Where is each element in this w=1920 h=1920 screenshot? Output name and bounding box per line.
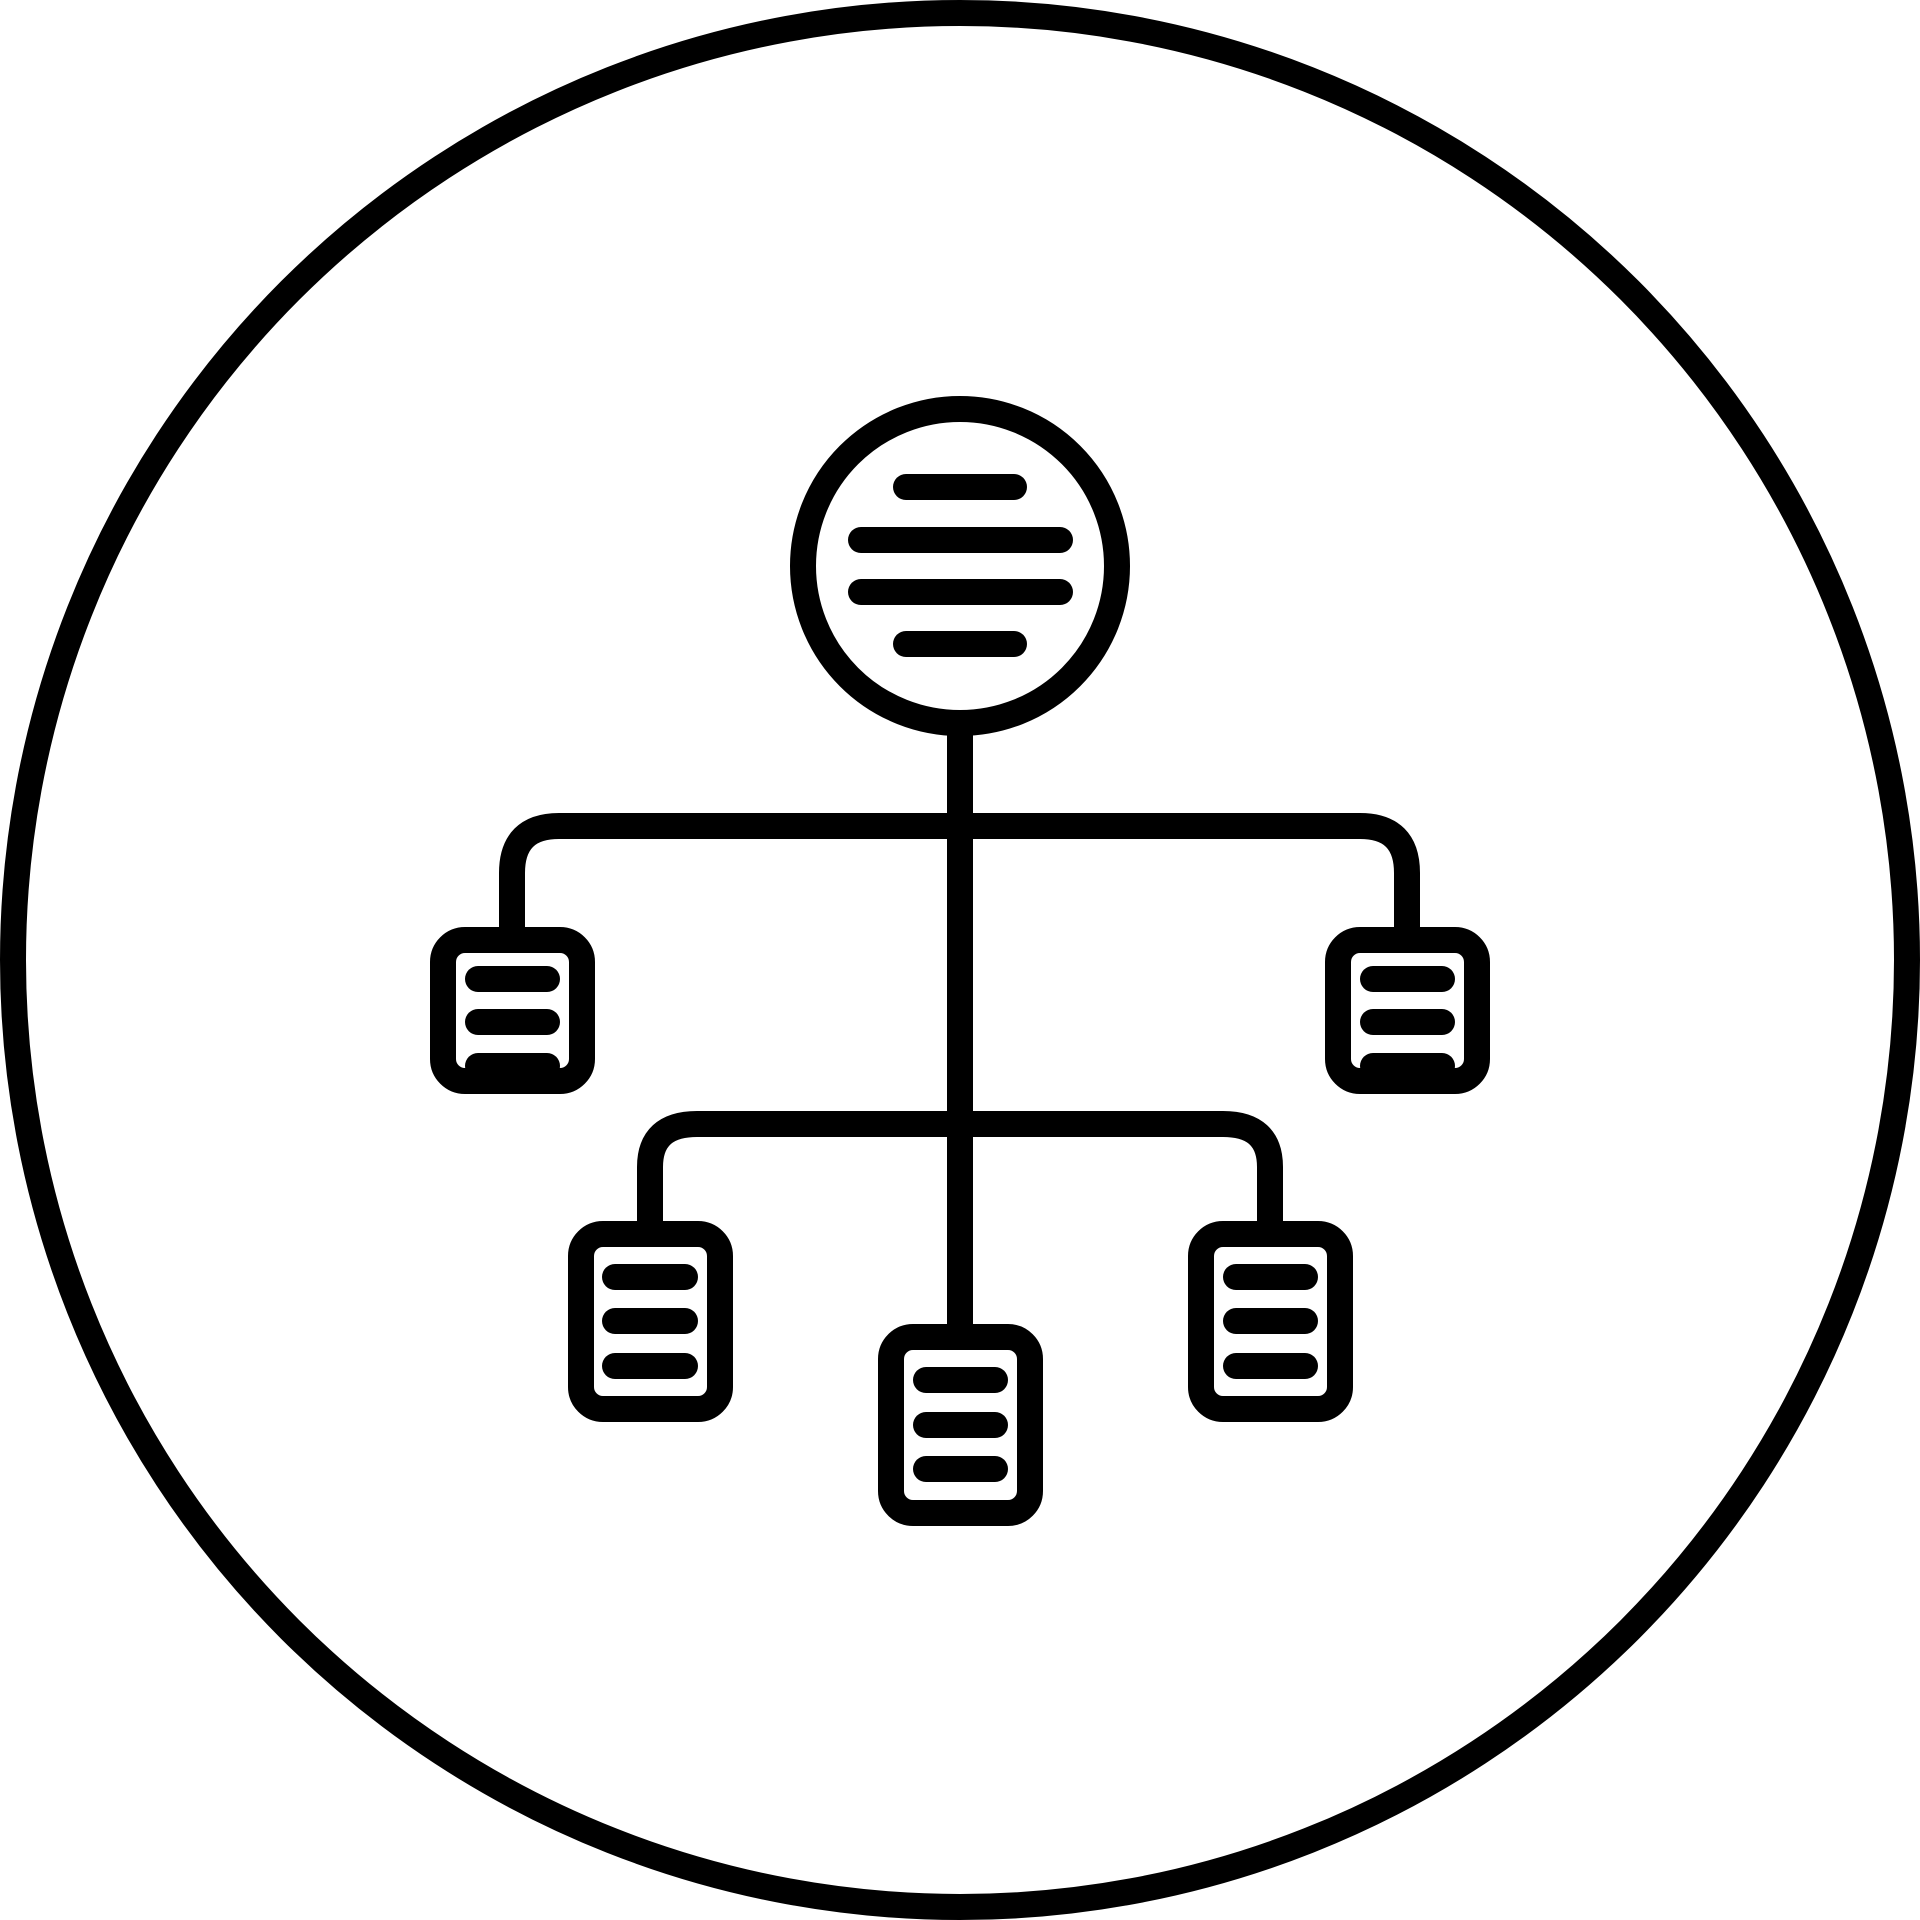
node-box — [430, 927, 595, 1094]
child-node-bottom-right — [1188, 1221, 1353, 1422]
connectors — [499, 710, 1420, 1350]
root-node-circle — [790, 396, 1130, 736]
upper-branch — [499, 813, 1420, 953]
node-box — [1188, 1221, 1353, 1422]
child-node-bottom-center — [878, 1324, 1043, 1526]
node-box — [1325, 927, 1490, 1094]
child-node-top-right — [1325, 927, 1490, 1094]
node-box — [878, 1324, 1043, 1526]
node-box — [568, 1221, 733, 1422]
child-node-bottom-left — [568, 1221, 733, 1422]
lower-branch — [637, 1111, 1283, 1247]
root-node — [790, 396, 1130, 736]
child-node-top-left — [430, 927, 595, 1094]
